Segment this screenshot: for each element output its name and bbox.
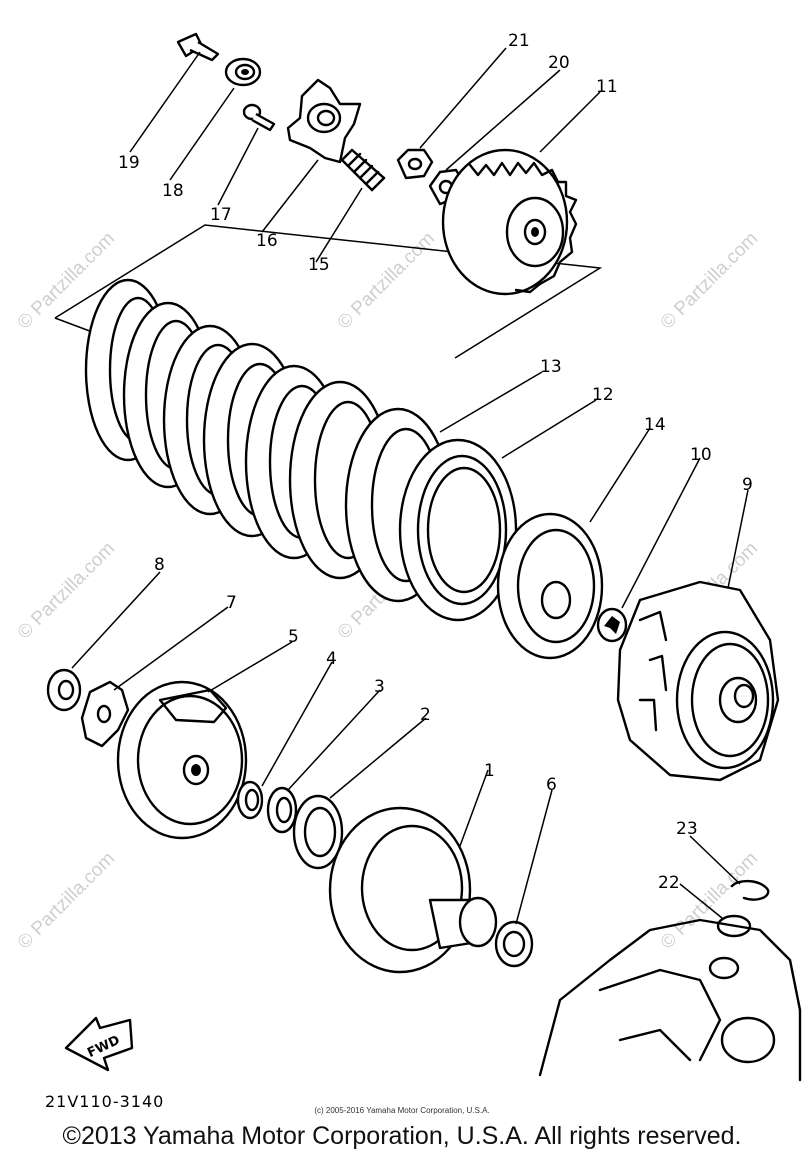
part-14-pressure-disc (496, 512, 604, 660)
callout-21: 21 (508, 31, 530, 51)
callout-22: 22 (658, 873, 680, 893)
part-8-thrust-washer (46, 668, 82, 712)
part-15-spring (340, 148, 386, 192)
watermark-center: © Partzilla.com (334, 228, 439, 333)
callout-23: 23 (676, 819, 698, 839)
part-11-clutch-boss (441, 148, 578, 296)
callout-12: 12 (592, 385, 614, 405)
callout-2: 2 (420, 705, 431, 725)
part-9-clutch-housing (616, 580, 780, 782)
copyright-notice: ©2013 Yamaha Motor Corporation, U.S.A. A… (62, 1122, 742, 1150)
callout-1: 1 (484, 761, 495, 781)
part-16-pressure-plate (286, 78, 362, 164)
callout-17: 17 (210, 205, 232, 225)
callout-7: 7 (226, 593, 237, 613)
diagram-code: 21V110-3140 (45, 1092, 165, 1111)
watermark-right-bottom: © Partzilla.com (657, 848, 762, 953)
callout-11: 11 (596, 77, 618, 97)
callout-numbers: 21 20 11 19 18 17 16 15 13 12 14 10 9 8 … (118, 31, 753, 893)
callout-16: 16 (256, 231, 278, 251)
crankcase-section (538, 918, 802, 1082)
plate-group-bracket (54, 224, 603, 359)
watermark-left-bottom: © Partzilla.com (14, 848, 119, 953)
watermark-left-low: © Partzilla.com (14, 538, 119, 643)
callout-15: 15 (308, 255, 330, 275)
part-18-bearing (224, 57, 262, 87)
callout-13: 13 (540, 357, 562, 377)
part-10-washer (596, 607, 628, 643)
watermark-right: © Partzilla.com (657, 228, 762, 333)
leader-lines (71, 47, 749, 925)
callout-6: 6 (546, 775, 557, 795)
callout-18: 18 (162, 181, 184, 201)
part-3-needle-bearing (266, 786, 298, 834)
part-5-clutch-shoe-assembly (116, 680, 248, 840)
callout-9: 9 (742, 475, 753, 495)
part-4-washer (236, 780, 264, 820)
part-21-nut (396, 148, 434, 180)
callout-4: 4 (326, 649, 337, 669)
small-copyright: (c) 2005-2016 Yamaha Motor Corporation, … (314, 1106, 490, 1115)
part-12-friction-plate (398, 438, 518, 622)
callout-14: 14 (644, 415, 666, 435)
part-6-washer (494, 920, 534, 968)
part-7-retainer-plate (80, 680, 130, 748)
callout-8: 8 (154, 555, 165, 575)
part-23-circlip (730, 879, 770, 901)
callout-5: 5 (288, 627, 299, 647)
part-19-bolt (176, 32, 220, 62)
callout-10: 10 (690, 445, 712, 465)
callout-3: 3 (374, 677, 385, 697)
callout-20: 20 (548, 53, 570, 73)
part-2-one-way-clutch (292, 794, 344, 870)
part-1-clutch-housing-drum (328, 806, 498, 974)
clutch-plate-stack (84, 278, 518, 622)
part-17-screw (242, 103, 276, 132)
fwd-arrow-icon: FWD (64, 1016, 134, 1072)
callout-19: 19 (118, 153, 140, 173)
